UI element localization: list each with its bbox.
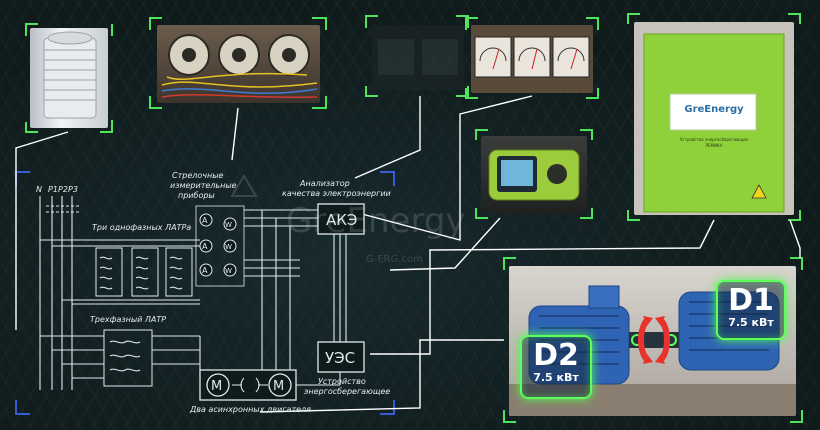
phase-label-p3: P3	[68, 185, 78, 194]
photo-energy-saving-device: GreEnergy Устройство энергосберегающее Р…	[634, 22, 794, 215]
label-meters-line-3: приборы	[178, 191, 215, 200]
wattmeter-1-symbol: W	[225, 221, 232, 229]
motor-2-symbol: M	[273, 379, 284, 394]
watermark-brand: GreEnergy	[286, 201, 466, 241]
label-saver-line-2: энергосберегающее	[304, 387, 390, 396]
motor-d2-name: D2	[533, 338, 579, 373]
watermark: GreEnergy G-ERG.com	[230, 174, 466, 265]
device-caption-line-1: Устройство энергосберегающее	[679, 137, 749, 142]
phase-label-p2: P2	[58, 185, 68, 194]
measuring-meters: Стрелочные измерительные приборы А А А W…	[170, 171, 320, 390]
leader-lines	[15, 95, 801, 413]
watermark-site: G-ERG.com	[366, 254, 423, 265]
label-latr-three: Трехфазный ЛАТР	[90, 315, 166, 324]
ake-label: АКЭ	[326, 211, 357, 229]
motor-d2-label: D2 7.5 кВт	[520, 335, 592, 399]
photo-three-variacs	[157, 25, 320, 103]
analog-meters-drawing	[474, 36, 590, 78]
autotransformer-drawing	[43, 31, 97, 119]
motor-d1-power: 7.5 кВт	[728, 316, 774, 329]
variacs-drawing	[161, 34, 318, 99]
ammeter-2-symbol: А	[202, 242, 208, 251]
photo-dark-panel	[372, 25, 464, 90]
analyzer-block: Анализатор качества электроэнергии АКЭ	[282, 179, 391, 235]
ammeter-3-symbol: А	[202, 266, 208, 275]
ues-label: УЭС	[325, 349, 355, 367]
wattmeter-3-symbol: W	[225, 267, 232, 275]
photo-power-analyzer	[481, 136, 587, 214]
energy-saving-device-drawing	[643, 33, 785, 213]
label-saver-line-1: Устройство	[318, 377, 366, 386]
wattmeter-2-symbol: W	[225, 243, 232, 251]
label-meters-line-2: измерительные	[170, 181, 237, 190]
phase-label-p1: P1	[48, 185, 58, 194]
motor-1-symbol: M	[211, 379, 222, 394]
label-latr-single: Три однофазных ЛАТРа	[92, 223, 191, 232]
motors-block: M M Два асинхронных двигателя	[189, 369, 311, 414]
label-motors: Два асинхронных двигателя	[189, 405, 311, 414]
phase-bus: N P1 P2 P3	[36, 185, 80, 390]
label-analyzer-line-2: качества электроэнергии	[282, 189, 391, 198]
single-phase-latrs: Три однофазных ЛАТРа	[40, 223, 200, 305]
photo-single-phase-autotransformer	[30, 28, 108, 128]
motor-d2-power: 7.5 кВт	[533, 371, 579, 384]
device-logo: GreEnergy	[684, 104, 744, 115]
power-analyzer-drawing	[488, 149, 580, 201]
motor-d1-name: D1	[728, 283, 774, 318]
dark-panel-drawing	[378, 39, 458, 75]
label-analyzer-line-1: Анализатор	[299, 179, 350, 188]
label-meters-line-1: Стрелочные	[172, 171, 224, 180]
saver-block: УЭС Устройство энергосберегающее	[296, 234, 390, 396]
photo-analog-meters	[471, 25, 593, 93]
device-caption-line-2: РЕМИКА	[705, 143, 723, 148]
motor-d1-label: D1 7.5 кВт	[716, 280, 786, 340]
three-phase-latr: Трехфазный ЛАТР	[40, 315, 201, 387]
ammeter-1-symbol: А	[202, 216, 208, 225]
phase-label-n: N	[36, 185, 42, 194]
